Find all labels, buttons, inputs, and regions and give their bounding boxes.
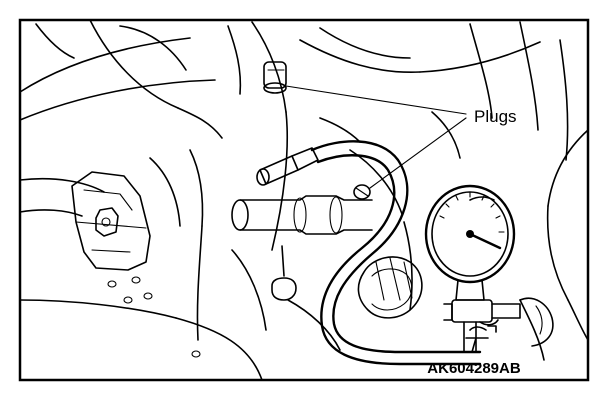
figure-code: AK604289AB <box>427 360 521 377</box>
lower-plug <box>271 245 297 301</box>
fuel-pipe <box>231 195 373 235</box>
bracket-bolt <box>95 207 119 237</box>
upper-plug <box>263 61 287 94</box>
pressure-gauge <box>424 184 516 301</box>
mounting-holes <box>107 276 201 358</box>
plugs-label: Plugs <box>474 107 517 126</box>
connector-plug <box>353 184 371 200</box>
hose-adapter <box>256 147 319 186</box>
mounting-bracket <box>71 171 151 271</box>
valve-handle <box>465 325 497 353</box>
adapter-ring <box>357 256 423 319</box>
fuel-hose <box>310 140 482 366</box>
plugs-leader-lines <box>285 85 467 189</box>
figure-border <box>18 18 590 382</box>
engine-contours <box>19 19 589 381</box>
